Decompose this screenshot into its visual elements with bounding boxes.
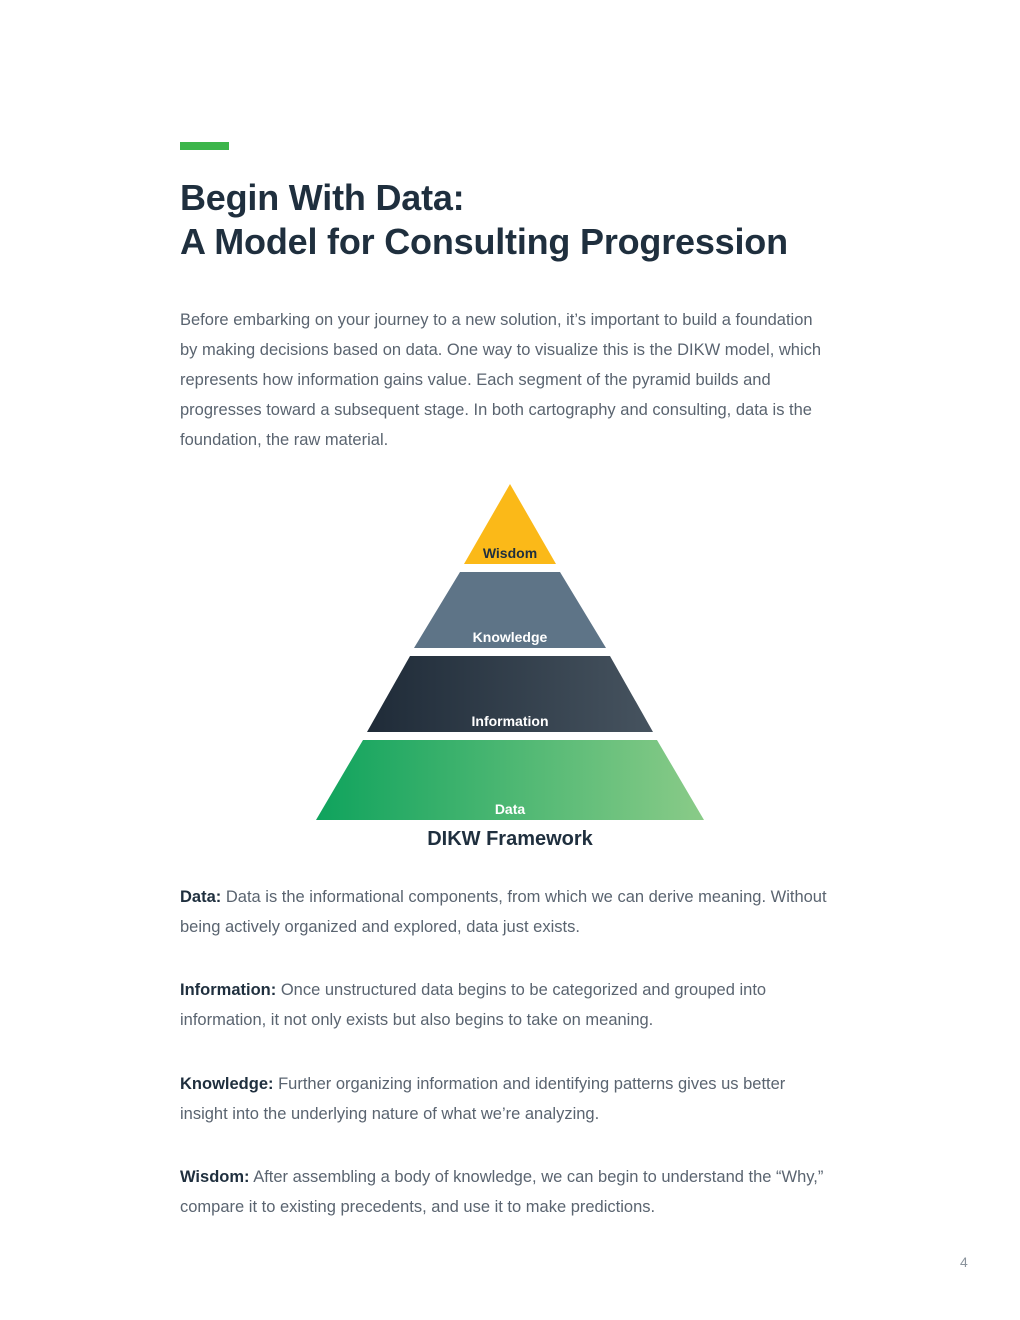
pyramid-wisdom-label: Wisdom bbox=[483, 545, 537, 561]
page-number: 4 bbox=[960, 1254, 968, 1270]
page-title: Begin With Data: A Model for Consulting … bbox=[180, 176, 788, 264]
title-line-2: A Model for Consulting Progression bbox=[180, 221, 788, 262]
definition-data: Data: Data is the informational componen… bbox=[180, 882, 830, 942]
pyramid-data-label: Data bbox=[495, 801, 526, 817]
definition-text: Further organizing information and ident… bbox=[180, 1075, 786, 1123]
definition-knowledge: Knowledge: Further organizing informatio… bbox=[180, 1069, 830, 1129]
pyramid-wisdom bbox=[464, 484, 556, 564]
title-line-1: Begin With Data: bbox=[180, 177, 465, 218]
definition-text: Data is the informational components, fr… bbox=[180, 888, 827, 936]
definition-term: Knowledge: bbox=[180, 1075, 274, 1093]
definition-term: Information: bbox=[180, 981, 277, 999]
accent-bar bbox=[180, 142, 229, 150]
definition-text: After assembling a body of knowledge, we… bbox=[180, 1168, 824, 1216]
pyramid-information-label: Information bbox=[472, 713, 549, 729]
intro-paragraph: Before embarking on your journey to a ne… bbox=[180, 311, 822, 449]
pyramid-information bbox=[367, 656, 653, 732]
definition-wisdom: Wisdom: After assembling a body of knowl… bbox=[180, 1162, 830, 1222]
pyramid-caption: DIKW Framework bbox=[427, 828, 593, 850]
pyramid-data bbox=[316, 740, 704, 820]
definition-term: Data: bbox=[180, 888, 222, 906]
definition-text: Once unstructured data begins to be cate… bbox=[180, 981, 767, 1029]
dikw-pyramid: Wisdom Knowledge Information Data bbox=[316, 484, 704, 820]
definition-term: Wisdom: bbox=[180, 1168, 250, 1186]
definition-information: Information: Once unstructured data begi… bbox=[180, 975, 830, 1035]
pyramid-knowledge-label: Knowledge bbox=[473, 629, 548, 645]
pyramid-knowledge bbox=[414, 572, 606, 648]
